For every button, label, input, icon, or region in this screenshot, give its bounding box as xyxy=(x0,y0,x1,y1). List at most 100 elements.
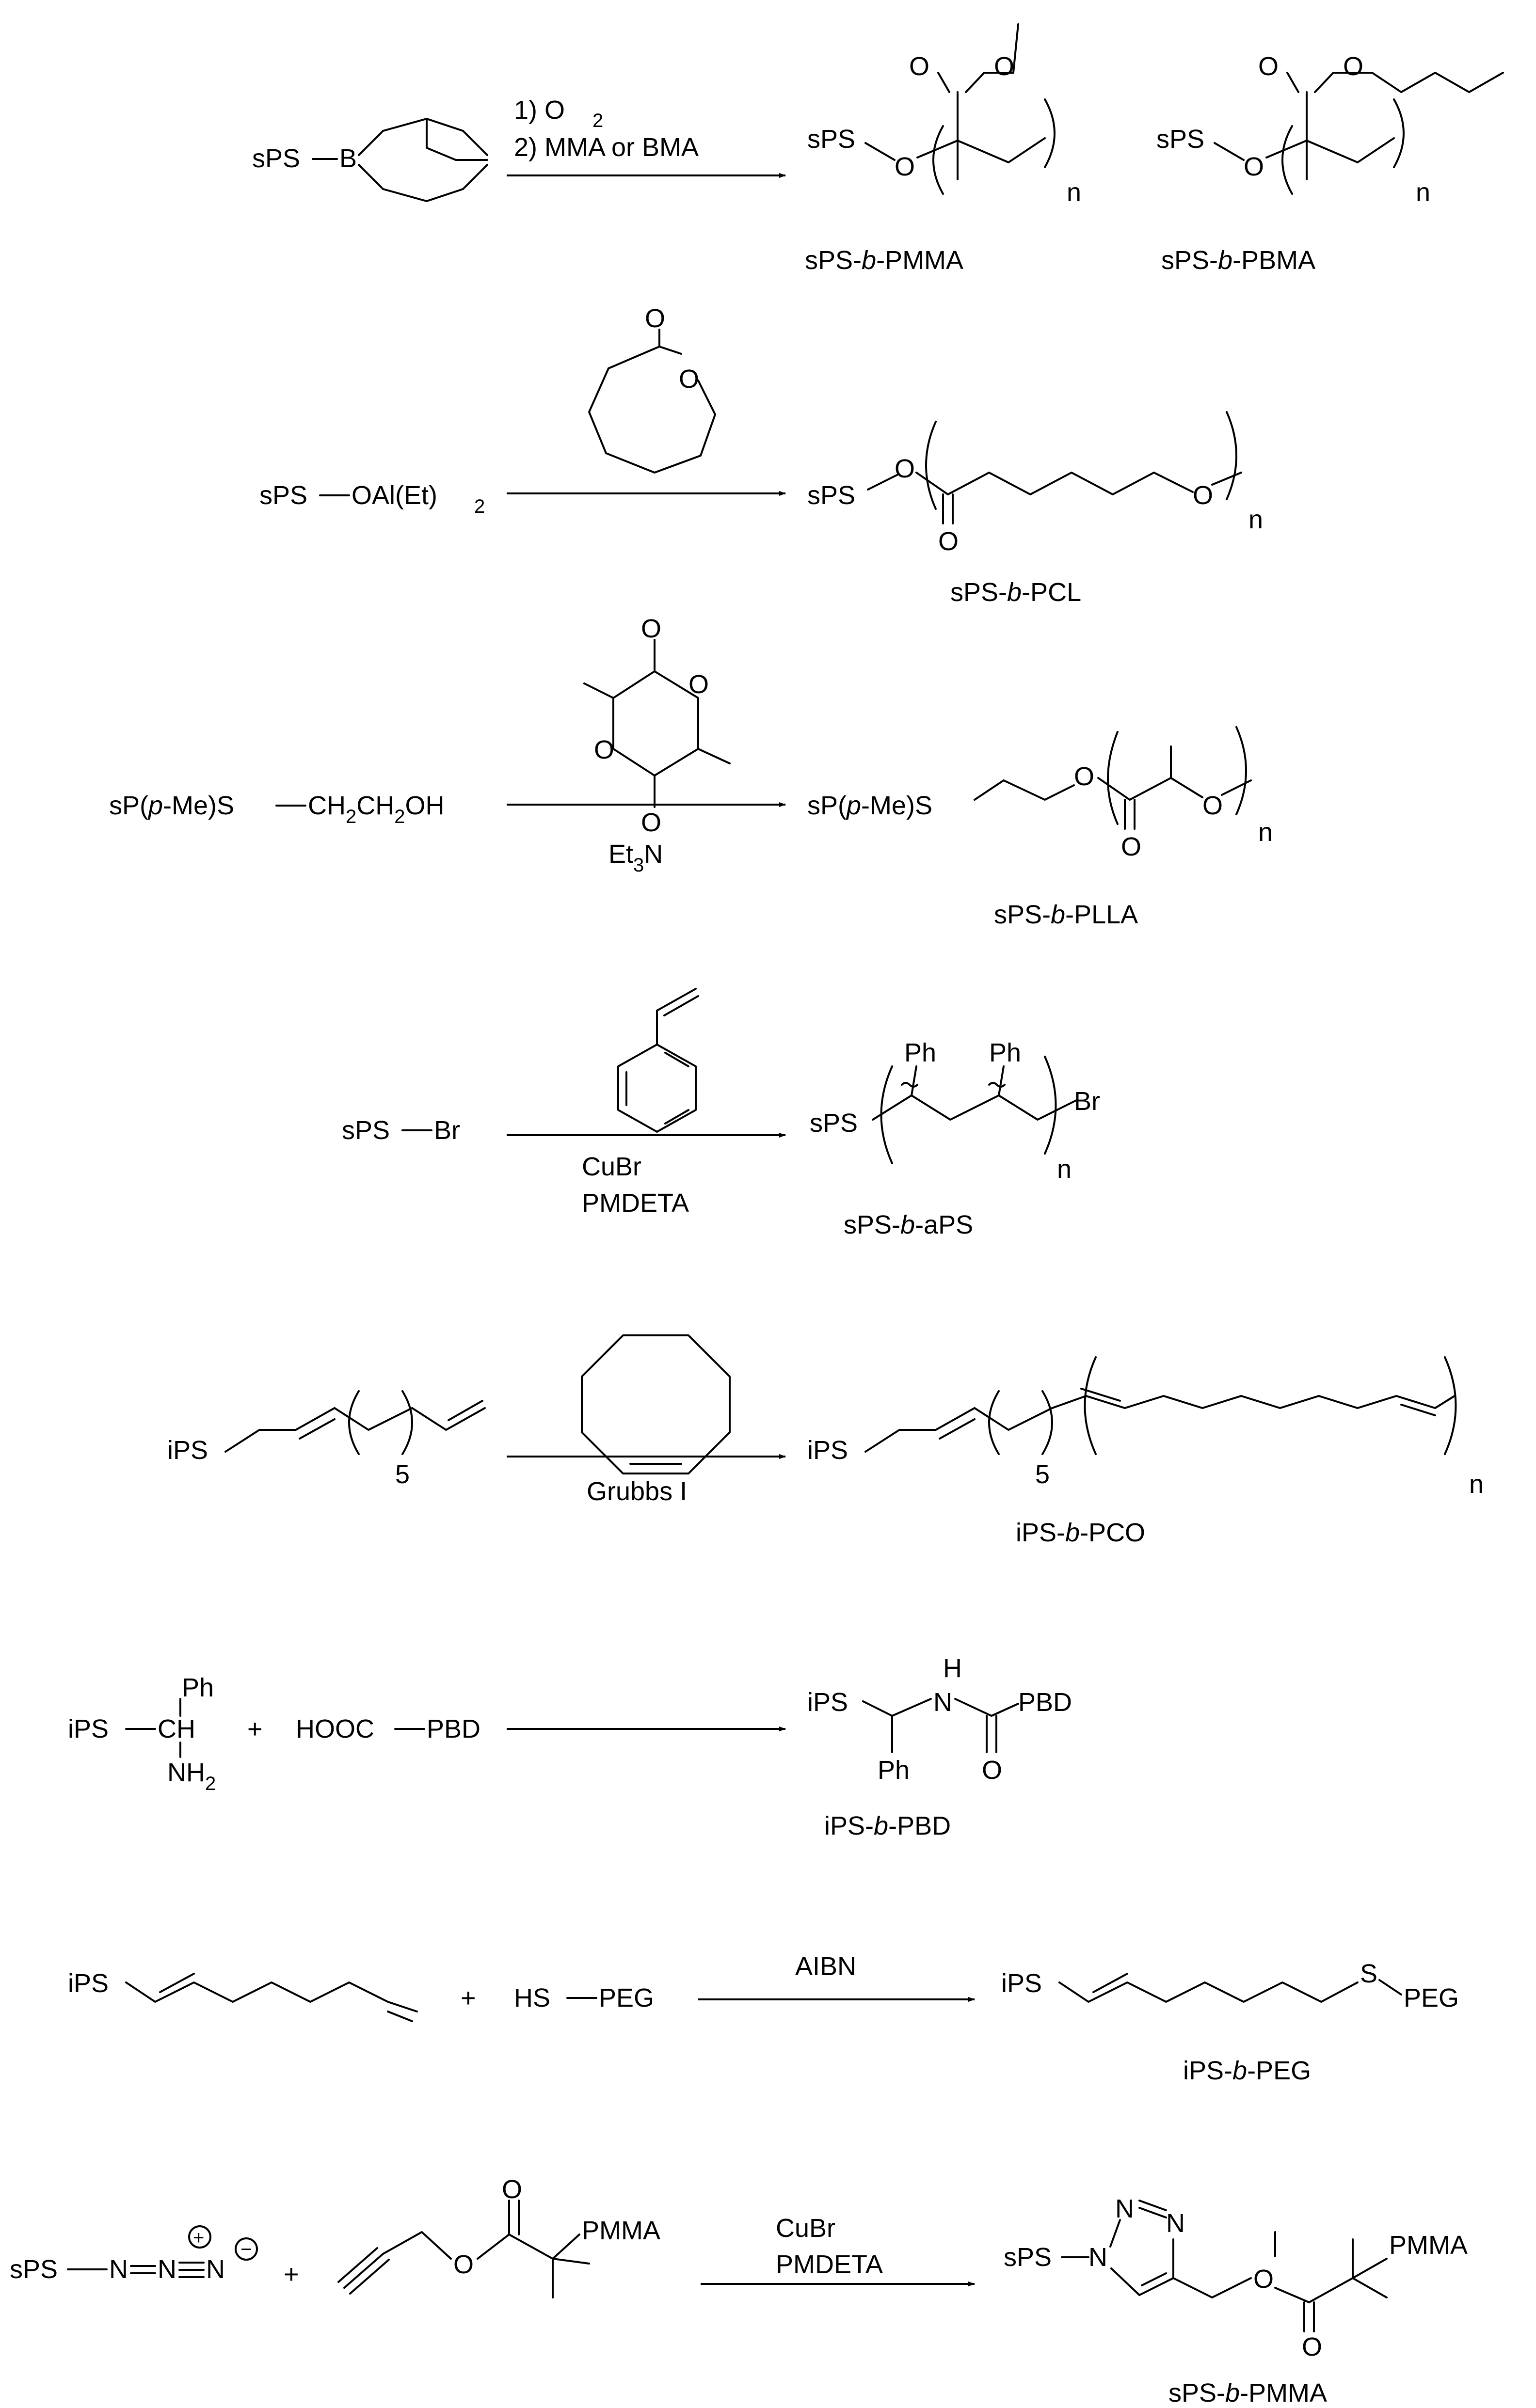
r5p-paren-right xyxy=(1041,1390,1053,1455)
r6p-bond-1 xyxy=(862,1698,932,1717)
r7p-name: iPS-b-PEG xyxy=(1183,2056,1311,2085)
r1a-paren-right xyxy=(1044,98,1056,168)
r7-peg: PEG xyxy=(599,1983,654,2012)
r4p-paren-right xyxy=(1044,1056,1057,1155)
r8p-ch2 xyxy=(1172,2277,1252,2298)
r5p-n: n xyxy=(1469,1470,1484,1499)
r7-plus: + xyxy=(461,1983,476,2012)
r8-positive-sign: + xyxy=(193,2227,204,2249)
r8p-ester-bonds xyxy=(1274,2231,1354,2332)
r4p-phenyl-bonds xyxy=(911,1065,1005,1096)
r8p-o1: O xyxy=(1253,2265,1274,2294)
r5p-paren-left xyxy=(988,1390,1000,1455)
r5p-alkene xyxy=(864,1407,976,1453)
r3p-backbone xyxy=(1097,777,1203,801)
r2p-o3: O xyxy=(1193,481,1213,510)
r6-nh2: NH2 xyxy=(167,1758,216,1794)
r1a-backbone xyxy=(916,137,1046,163)
reaction-4: sPS Br CuBr PMDETA sPS Ph Ph Br n sPS-b-… xyxy=(342,988,1100,1239)
r2p-o2: O xyxy=(938,527,959,556)
r5-reactant-alkene xyxy=(224,1407,336,1453)
r8-n2: N xyxy=(158,2255,176,2284)
r6p-carbonyl xyxy=(986,1715,997,1753)
r5p-five: 5 xyxy=(1035,1460,1050,1489)
r8-reactant-chain: sPS xyxy=(10,2255,58,2284)
r6-ch: CH xyxy=(158,1714,195,1743)
reaction-6: iPS CH Ph NH2 + HOOC PBD iPS H N PBD Ph … xyxy=(68,1654,1072,1840)
r6p-ph: Ph xyxy=(878,1756,910,1785)
r8-pmma: PMMA xyxy=(582,2216,660,2245)
r3-lactide-substituents xyxy=(583,639,731,808)
r7-hs: HS xyxy=(514,1983,550,2012)
r2p-bond xyxy=(867,474,898,491)
reaction-3: O O O O sP(p-Me)S CH2CH2OH Et3N sP(p-Me)… xyxy=(109,614,1273,929)
r6-hooc: HOOC xyxy=(296,1714,374,1743)
r1b-ester-o1: O xyxy=(1258,52,1279,81)
r7p-s: S xyxy=(1360,1959,1377,1988)
r4p-wavy-bonds xyxy=(901,1082,1006,1088)
r5p-chain: iPS xyxy=(807,1436,848,1465)
r8p-n1: N xyxy=(1088,2243,1107,2272)
r2p-chain: sPS xyxy=(807,481,855,510)
r8-n3: N xyxy=(206,2255,225,2284)
r1a-ester-o2: O xyxy=(994,52,1014,81)
r1b-ester-o2: O xyxy=(1343,52,1363,81)
r3-monomer-o1: O xyxy=(641,614,661,643)
r8p-triazole-double xyxy=(1141,2272,1167,2286)
r4-vinyl xyxy=(656,988,699,1046)
r8p-o2: O xyxy=(1302,2332,1322,2361)
r8-alkyne xyxy=(337,2247,390,2295)
r2-monomer-o1: O xyxy=(645,304,665,333)
r7p-backbone xyxy=(1058,1981,1359,2003)
r6-plus: + xyxy=(247,1714,263,1743)
r4p-paren-left xyxy=(880,1065,893,1164)
r1b-chain: sPS xyxy=(1156,125,1204,154)
r1-reagent-1-sub: 2 xyxy=(592,110,603,131)
r8p-pmma: PMMA xyxy=(1389,2231,1468,2260)
reaction-5: iPS 5 Grubbs I iPS 5 n iPS-b-PCO xyxy=(167,1334,1484,1547)
r8-propargyl xyxy=(382,2231,452,2260)
r6p-pbd: PBD xyxy=(1018,1688,1072,1717)
r2p-backbone xyxy=(915,472,1194,495)
r2-reactant-initiator: OAl(Et) xyxy=(352,481,437,510)
r1-reactant-chain: sPS xyxy=(252,144,300,173)
r7p-peg: PEG xyxy=(1404,1983,1459,2012)
r5p-backbone xyxy=(1051,1395,1456,1409)
r3p-end xyxy=(1221,779,1252,796)
r7-initiator: AIBN xyxy=(795,1952,856,1981)
r2-reactant-chain: sPS xyxy=(259,481,307,510)
r1a-ester xyxy=(937,23,1019,142)
r4p-name: sPS-b-aPS xyxy=(844,1210,973,1239)
r6p-bond-2 xyxy=(954,1698,1019,1717)
r6-pbd: PBD xyxy=(427,1714,480,1743)
r3p-linker xyxy=(974,779,1075,801)
r5p-ch2 xyxy=(974,1407,1053,1431)
r1b-name: sPS-b-PBMA xyxy=(1161,246,1315,275)
r3p-paren-right xyxy=(1235,726,1247,815)
r6p-chain: iPS xyxy=(807,1688,848,1717)
r6p-h: H xyxy=(943,1654,962,1683)
r3p-o2: O xyxy=(1121,832,1141,861)
r8-n1: N xyxy=(109,2255,128,2284)
r2p-o1: O xyxy=(895,454,915,483)
r8-catalyst: CuBr xyxy=(776,2214,835,2243)
r1b-paren-right xyxy=(1393,98,1405,168)
r4-reactant-br: Br xyxy=(434,1116,460,1145)
r8p-chain: sPS xyxy=(1004,2243,1052,2272)
r1b-ester xyxy=(1286,72,1504,142)
r2p-paren-right xyxy=(1226,411,1237,500)
r1a-oxygen: O xyxy=(895,152,915,181)
r3p-n: n xyxy=(1258,818,1273,847)
r8-double-bond-1 xyxy=(130,2265,156,2274)
r3-reactant: sP(p-Me)S xyxy=(109,791,234,820)
r4-benzene-double-bonds xyxy=(625,1052,689,1125)
r4-catalyst: CuBr xyxy=(582,1152,641,1181)
r4p-ph2: Ph xyxy=(989,1038,1021,1067)
r5p-double-bonds xyxy=(1080,1388,1436,1416)
r8p-n2: N xyxy=(1115,2194,1134,2223)
r3-lactide-ring xyxy=(612,670,699,776)
r1b-bond xyxy=(1214,142,1245,161)
r1b-backbone xyxy=(1265,137,1395,163)
r8p-name: sPS-b-PMMA xyxy=(1168,2378,1327,2408)
r2p-paren-left xyxy=(925,421,937,510)
